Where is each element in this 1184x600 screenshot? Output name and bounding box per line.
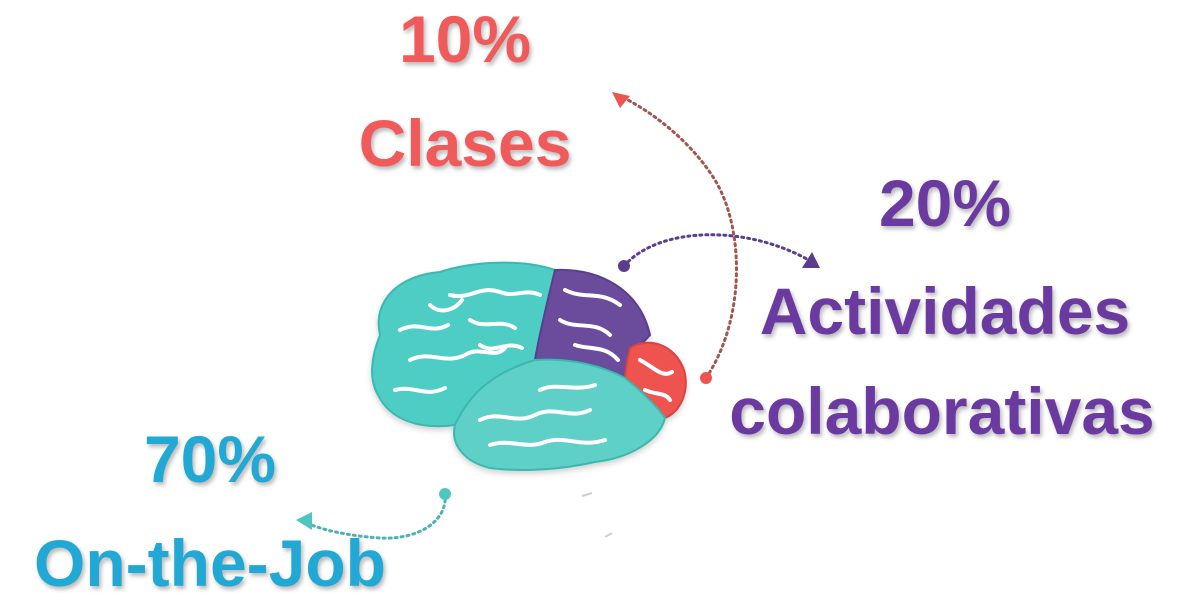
connector-dot-clases (700, 372, 712, 384)
percent-on-the-job: 70% (143, 422, 277, 496)
arrow-on-the-job-icon (296, 512, 312, 530)
brain-illustration (371, 261, 687, 471)
arrow-clases-icon (612, 92, 630, 108)
label-on-the-job: On-the-Job (34, 526, 386, 600)
arrow-actividades-icon (802, 252, 820, 268)
percent-clases: 10% (398, 2, 532, 76)
connector-on-the-job (303, 492, 447, 540)
connector-clases (616, 93, 738, 380)
label-actividades-line2: colaborativas (729, 374, 1155, 448)
decorative-dash (581, 492, 593, 497)
connector-dot-on-the-job (439, 488, 451, 500)
percent-actividades: 20% (878, 166, 1012, 240)
label-clases: Clases (358, 106, 572, 180)
connectors (303, 93, 814, 540)
connector-dot-actividades (618, 260, 630, 272)
decorative-dash (604, 532, 613, 538)
brain-folds (393, 288, 674, 447)
label-actividades-line1: Actividades (759, 274, 1131, 348)
connector-actividades (622, 233, 814, 268)
